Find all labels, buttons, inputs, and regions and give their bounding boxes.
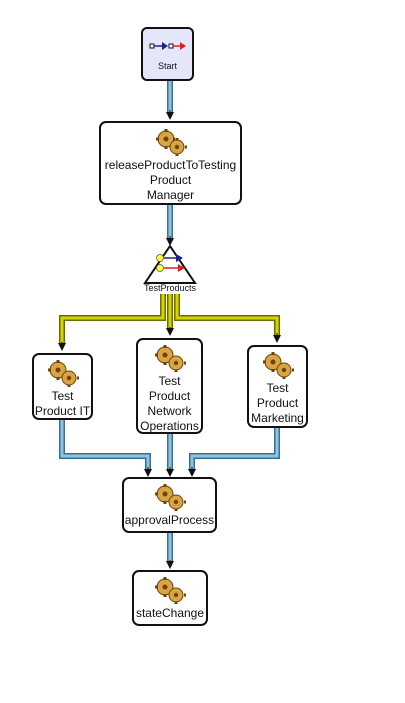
connector-fork-tests xyxy=(58,294,281,351)
test-marketing-label-line3: Marketing xyxy=(251,411,304,425)
test-network-label-line3: Network xyxy=(147,404,192,418)
fork-label: TestProducts xyxy=(143,283,197,293)
start-arrows-icon xyxy=(149,42,186,50)
start-label: Start xyxy=(157,61,177,71)
test-marketing-label-line1: Test xyxy=(266,381,289,395)
connector-tests-approval xyxy=(59,420,280,477)
gear-icon xyxy=(47,360,79,387)
gear-icon xyxy=(262,352,294,379)
test-product-network-node[interactable]: Test Product Network Operations xyxy=(136,338,203,434)
release-label-line1: releaseProductToTesting xyxy=(104,158,237,172)
gear-icon xyxy=(154,484,186,511)
test-product-it-node[interactable]: Test Product IT xyxy=(32,353,93,420)
fork-node[interactable] xyxy=(143,244,197,284)
gear-icon xyxy=(155,577,186,604)
release-node[interactable]: releaseProductToTesting Product Manager xyxy=(99,121,242,205)
gear-icon xyxy=(155,129,187,156)
release-label-line3: Manager xyxy=(146,188,195,202)
approval-process-node[interactable]: approvalProcess xyxy=(122,477,217,533)
test-network-label-line4: Operations xyxy=(140,419,199,433)
test-it-label-line2: Product IT xyxy=(34,404,91,418)
state-change-node[interactable]: stateChange xyxy=(132,570,208,626)
test-marketing-label-line2: Product xyxy=(256,396,299,410)
test-product-marketing-node[interactable]: Test Product Marketing xyxy=(247,345,308,428)
gear-icon xyxy=(154,345,186,372)
start-node[interactable]: Start xyxy=(141,27,194,81)
approval-label: approvalProcess xyxy=(124,513,215,527)
release-label-line2: Product xyxy=(149,173,192,187)
test-it-label-line1: Test xyxy=(51,389,74,403)
state-change-label: stateChange xyxy=(135,606,205,620)
test-network-label-line1: Test xyxy=(158,374,181,388)
test-network-label-line2: Product xyxy=(148,389,191,403)
fork-triangle-icon xyxy=(156,254,185,272)
